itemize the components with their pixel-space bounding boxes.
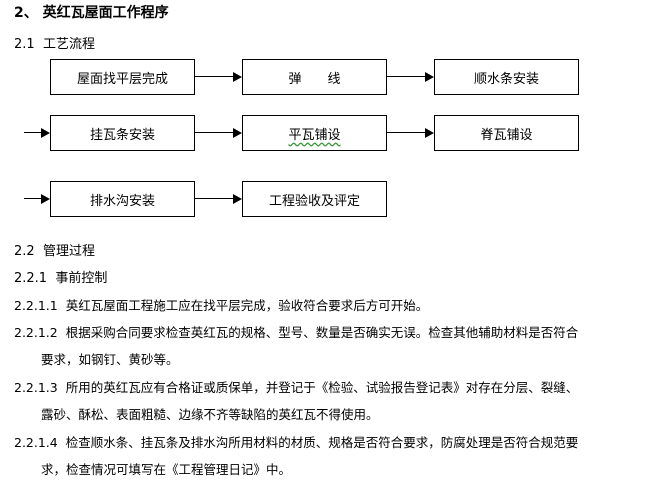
paragraph: 2.2.1.1 英红瓦屋面工程施工应在找平层完成，验收符合要求后方可开始。 — [14, 295, 428, 314]
section-2-2-heading: 2.2 管理过程 — [14, 240, 95, 259]
flow-arrow — [195, 72, 242, 82]
flow-arrow — [24, 128, 50, 138]
paragraph-number: 2.2.1.3 — [14, 380, 58, 395]
paragraph-number: 2.2.1.2 — [14, 325, 58, 340]
flow-step-box: 平瓦铺设 — [242, 115, 387, 151]
flow-step-box: 工程验收及评定 — [242, 181, 387, 217]
paragraph: 2.2.1.4 检查顺水条、挂瓦条及排水沟所用材料的材质、规格是否符合要求，防腐… — [14, 432, 578, 451]
flow-arrow — [195, 128, 242, 138]
section-text: 事前控制 — [55, 271, 108, 286]
section-number: 2.2 — [14, 244, 35, 259]
section-title: 2、 英红瓦屋面工作程序 — [14, 5, 169, 21]
paragraph-text: 英红瓦屋面工程施工应在找平层完成，验收符合要求后方可开始。 — [65, 298, 429, 313]
section-2-2-1-heading: 2.2.1 事前控制 — [14, 267, 107, 286]
paragraph-text: 所用的英红瓦应有合格证或质保单，并登记于《检验、试验报告登记表》对存在分层、裂缝… — [65, 380, 579, 395]
paragraph-text: 检查顺水条、挂瓦条及排水沟所用材料的材质、规格是否符合要求，防腐处理是否符合规范… — [65, 435, 579, 450]
paragraph-number: 2.2.1.1 — [14, 298, 58, 313]
section-2-1-heading: 2.1 工艺流程 — [14, 33, 95, 52]
flow-arrow — [24, 194, 50, 204]
paragraph-continuation: 求，检查情况可填写在《工程管理日记》中。 — [41, 462, 292, 477]
paragraph-continuation: 要求，如钢钉、黄砂等。 — [41, 352, 179, 367]
paragraph: 2.2.1.3 所用的英红瓦应有合格证或质保单，并登记于《检验、试验报告登记表》… — [14, 377, 578, 396]
flow-step-box: 弹 线 — [242, 59, 387, 95]
section-number: 2.1 — [14, 37, 35, 52]
flow-step-label: 平瓦铺设 — [288, 127, 341, 143]
paragraph-number: 2.2.1.4 — [14, 435, 58, 450]
section-text: 工艺流程 — [42, 37, 95, 52]
flow-step-box: 屋面找平层完成 — [50, 59, 195, 95]
section-number: 2.2.1 — [14, 271, 48, 286]
flow-arrow — [387, 128, 434, 138]
paragraph-continuation: 露砂、酥松、表面粗糙、边缘不齐等缺陷的英红瓦不得使用。 — [41, 407, 379, 422]
flow-arrow — [387, 72, 434, 82]
paragraph: 2.2.1.2 根据采购合同要求检查英红瓦的规格、型号、数量是否确实无误。检查其… — [14, 322, 578, 341]
section-text: 管理过程 — [42, 244, 95, 259]
flow-step-box: 顺水条安装 — [434, 59, 579, 95]
flow-step-box: 挂瓦条安装 — [50, 115, 195, 151]
flow-step-box: 排水沟安装 — [50, 181, 195, 217]
flow-arrow — [195, 194, 242, 204]
paragraph-text: 根据采购合同要求检查英红瓦的规格、型号、数量是否确实无误。检查其他辅助材料是否符… — [65, 325, 579, 340]
flow-step-box: 脊瓦铺设 — [434, 115, 579, 151]
